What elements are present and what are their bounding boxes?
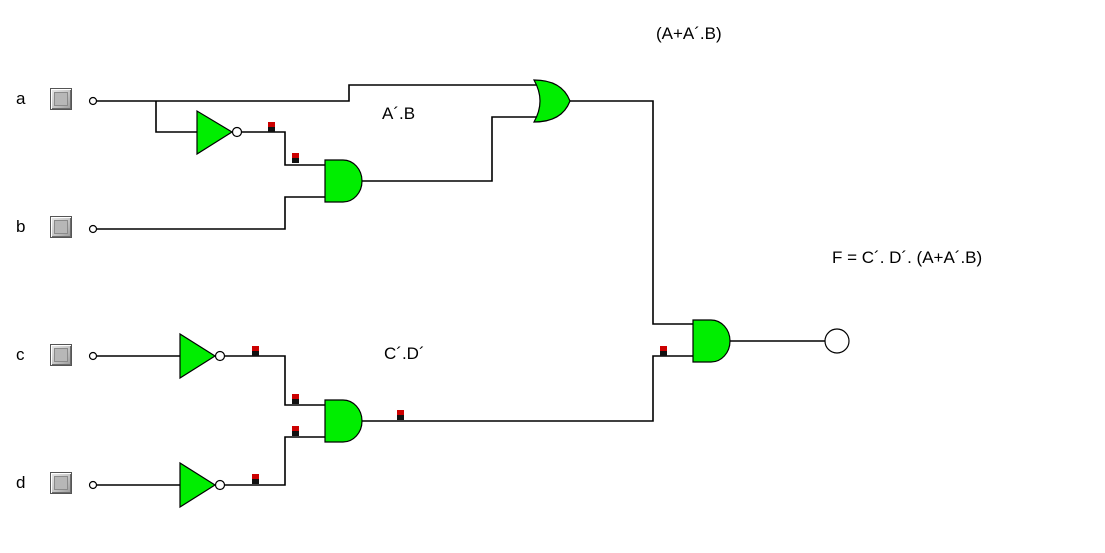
- probe-marker: [268, 122, 275, 132]
- or-expression-label: (A+A´.B): [656, 24, 722, 43]
- wire-or-to-and-out: [570, 100, 693, 325]
- probe-marker: [397, 410, 404, 420]
- probe-marker: [292, 153, 299, 163]
- not-gate-c: [179, 332, 217, 380]
- input-c-toggle-button[interactable]: [50, 344, 72, 366]
- pin-c: [88, 351, 98, 361]
- input-label-d: d: [16, 473, 26, 492]
- not-gate-c-bubble: [214, 350, 226, 362]
- input-label-b: b: [16, 217, 26, 236]
- or-gate: [532, 79, 571, 123]
- and-gate-ab: [324, 159, 363, 203]
- wire-not-d-to-and: [225, 436, 325, 486]
- gates: [179, 79, 731, 509]
- and-gate-cd: [324, 399, 363, 443]
- output-expression-label: F = C´. D´. (A+A´.B): [832, 248, 983, 267]
- button-face: [54, 348, 68, 362]
- input-b-toggle-button[interactable]: [50, 216, 72, 238]
- output-led: [824, 328, 850, 354]
- pin-b: [88, 224, 98, 234]
- button-face: [54, 476, 68, 490]
- wire-not-c-to-and: [225, 355, 325, 406]
- probe-marker: [252, 346, 259, 356]
- wire-not-a-to-and: [242, 131, 325, 166]
- probe-marker: [292, 394, 299, 404]
- not-gate-a: [196, 109, 234, 156]
- probe-markers: [252, 122, 667, 484]
- and-ab-expression-label: A´.B: [382, 104, 416, 123]
- input-d-toggle-button[interactable]: [50, 472, 72, 494]
- input-a-toggle-button[interactable]: [50, 88, 72, 110]
- button-face: [54, 220, 68, 234]
- wire-b-to-and: [97, 196, 325, 230]
- pin-d: [88, 480, 98, 490]
- input-label-c: c: [16, 345, 25, 364]
- probe-marker: [292, 426, 299, 436]
- wire-and-cd-to-and-out: [362, 355, 693, 422]
- and-gate-output: [692, 319, 731, 363]
- wire-a-to-or: [97, 84, 540, 102]
- input-pins: [88, 96, 98, 490]
- not-gate-a-bubble: [231, 126, 243, 138]
- button-face: [54, 92, 68, 106]
- not-gate-d: [179, 461, 217, 509]
- pin-a: [88, 96, 98, 106]
- not-gate-d-bubble: [214, 479, 226, 491]
- wire-and-ab-to-or: [362, 116, 540, 182]
- probe-marker: [252, 474, 259, 484]
- wire-a-to-not: [155, 101, 197, 133]
- probe-marker: [660, 346, 667, 356]
- wires: [97, 84, 825, 486]
- and-cd-expression-label: C´.D´: [384, 344, 425, 363]
- input-label-a: a: [16, 89, 26, 108]
